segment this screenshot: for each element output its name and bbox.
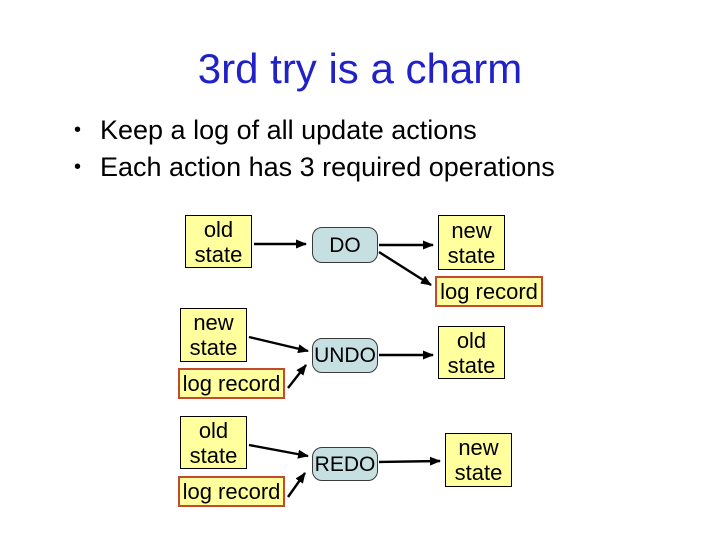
arrow-new-state-to-undo	[248, 335, 309, 354]
action-label: UNDO	[314, 344, 376, 367]
do-output-state-box: new state	[438, 215, 505, 270]
state-box-line: state	[454, 460, 503, 485]
undo-input-state-box: new state	[180, 308, 247, 362]
bullet-list: • Keep a log of all update actions • Eac…	[72, 112, 555, 186]
bullet-text: Keep a log of all update actions	[100, 115, 477, 145]
undo-output-state-box: old state	[438, 326, 505, 379]
undo-action-box: UNDO	[312, 338, 378, 373]
arrow-log-record-to-undo	[287, 364, 307, 389]
state-box-line: old	[456, 327, 487, 353]
state-box-line: new	[451, 217, 492, 243]
state-box-line: state	[189, 442, 238, 468]
do-action-box: DO	[312, 227, 378, 263]
redo-log-record-box: log record	[178, 476, 285, 507]
redo-output-state-box: new state	[445, 433, 512, 487]
log-record-label: log record	[182, 370, 281, 396]
log-record-label: log record	[440, 278, 538, 304]
arrow-old-state-to-redo	[248, 443, 309, 459]
bullet-item: • Keep a log of all update actions	[72, 112, 555, 149]
action-label: DO	[329, 233, 361, 257]
state-box-line: old	[203, 216, 234, 242]
redo-input-state-box: old state	[180, 416, 247, 469]
arrow-redo-to-new-state	[378, 456, 441, 466]
state-box-line: state	[194, 241, 243, 267]
state-box-line: old	[198, 417, 229, 443]
state-box-line: new	[193, 310, 234, 335]
bullet-icon: •	[74, 119, 82, 141]
arrow-do-to-log-record	[378, 250, 432, 287]
bullet-item: • Each action has 3 required operations	[72, 149, 555, 186]
undo-log-record-box: log record	[178, 368, 285, 399]
redo-action-box: REDO	[312, 447, 378, 481]
state-box-line: new	[458, 435, 499, 460]
arrow-log-record-to-redo	[287, 472, 306, 498]
state-box-line: state	[447, 242, 496, 268]
bullet-icon: •	[74, 156, 82, 178]
action-label: REDO	[314, 452, 376, 476]
do-log-record-box: log record	[435, 276, 543, 307]
do-input-state-box: old state	[185, 215, 252, 268]
slide-title: 3rd try is a charm	[197, 45, 523, 92]
state-box-line: state	[447, 352, 496, 378]
log-record-label: log record	[182, 478, 281, 504]
state-box-line: state	[189, 335, 238, 360]
bullet-text: Each action has 3 required operations	[100, 152, 555, 182]
